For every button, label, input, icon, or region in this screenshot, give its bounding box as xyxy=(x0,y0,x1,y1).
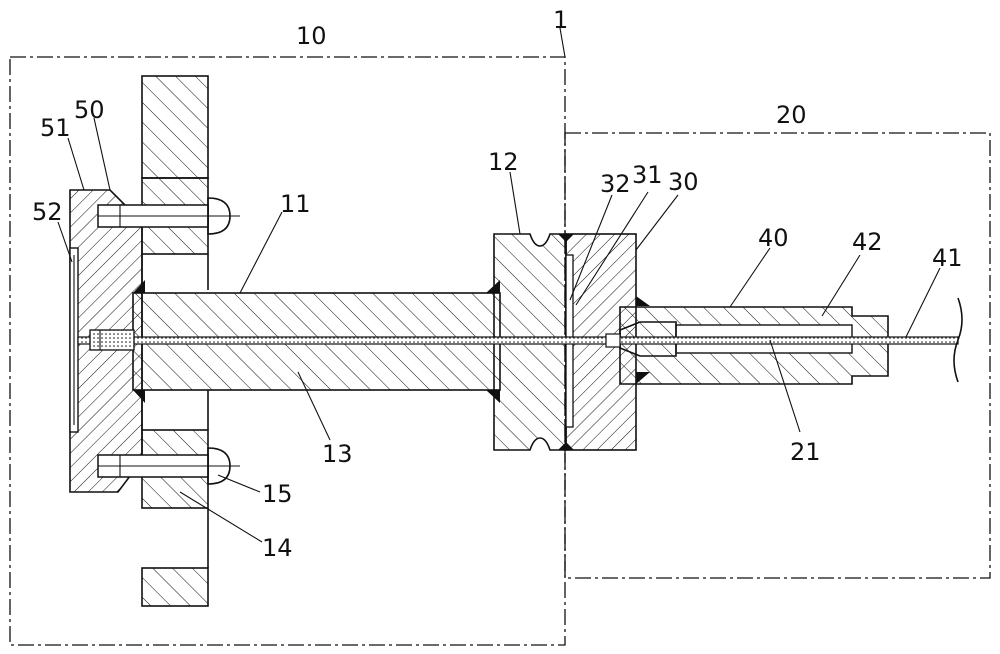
label-13: 13 xyxy=(322,440,353,468)
label-21: 21 xyxy=(790,438,821,466)
flange-bottom-block xyxy=(141,567,209,607)
flange-top-block xyxy=(141,75,209,179)
leader-15 xyxy=(217,474,261,493)
label-1: 1 xyxy=(553,6,568,34)
leader-14 xyxy=(179,491,263,543)
weld-1 xyxy=(133,280,145,293)
leader-51 xyxy=(67,137,85,191)
label-10: 10 xyxy=(296,22,327,50)
bolt-upper xyxy=(97,197,240,235)
leader-21 xyxy=(769,339,801,433)
leader-31 xyxy=(575,191,649,306)
weld-5 xyxy=(558,234,574,242)
rod-connector xyxy=(605,333,621,348)
label-30: 30 xyxy=(668,168,699,196)
sleeve-tip xyxy=(619,321,677,357)
label-20: 20 xyxy=(776,101,807,129)
label-32: 32 xyxy=(600,170,631,198)
label-11: 11 xyxy=(280,190,311,218)
label-40: 40 xyxy=(758,224,789,252)
label-42: 42 xyxy=(852,228,883,256)
leader-41 xyxy=(905,267,941,338)
leader-11 xyxy=(239,211,283,294)
label-52: 52 xyxy=(32,198,63,226)
leader-12 xyxy=(509,171,521,235)
center-rod-13 xyxy=(77,336,959,345)
leader-1 xyxy=(559,27,566,58)
label-15: 15 xyxy=(262,480,293,508)
weld-6 xyxy=(558,442,574,450)
leader-52 xyxy=(57,221,73,263)
leader-30 xyxy=(635,194,679,251)
leader-42 xyxy=(821,254,861,317)
leader-32 xyxy=(569,194,613,301)
label-12: 12 xyxy=(488,148,519,176)
leader-50 xyxy=(93,117,111,191)
leader-40 xyxy=(729,247,771,308)
cable-break-line xyxy=(953,297,963,383)
weld-7 xyxy=(636,296,650,306)
label-51: 51 xyxy=(40,114,71,142)
label-31: 31 xyxy=(632,161,663,189)
bolt-lower xyxy=(97,447,240,485)
rod-end-fitting xyxy=(89,329,135,351)
label-14: 14 xyxy=(262,534,293,562)
leader-13 xyxy=(297,371,331,441)
weld-2 xyxy=(133,390,145,403)
label-50: 50 xyxy=(74,96,105,124)
label-41: 41 xyxy=(932,244,963,272)
